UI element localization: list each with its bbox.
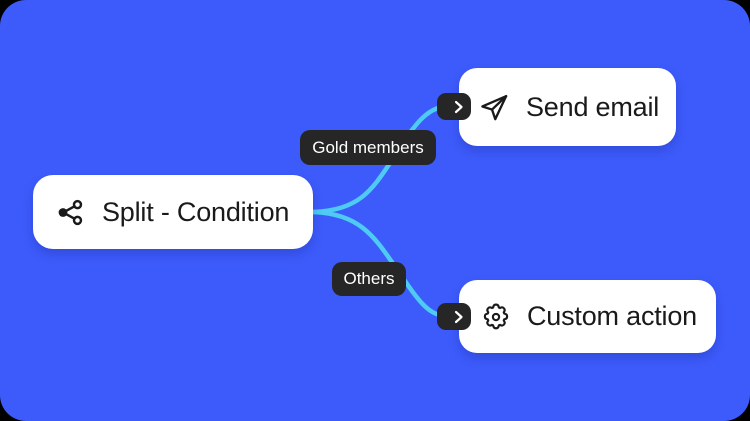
branch-label-others[interactable]: Others <box>332 262 406 296</box>
branch-label-gold-members[interactable]: Gold members <box>300 130 436 165</box>
share-split-icon <box>55 197 86 228</box>
node-split-condition-label: Split - Condition <box>102 196 290 227</box>
port-send-email[interactable] <box>437 93 471 120</box>
node-split-condition[interactable]: Split - Condition <box>33 175 313 249</box>
node-send-email-label: Send email <box>526 91 660 122</box>
node-send-email[interactable]: Send email <box>459 68 676 146</box>
paper-plane-icon <box>479 92 510 123</box>
chevron-right-icon <box>454 100 463 113</box>
chevron-right-icon <box>454 310 463 323</box>
gear-icon <box>481 302 511 332</box>
node-custom-action[interactable]: Custom action <box>459 280 716 353</box>
node-custom-action-label: Custom action <box>527 301 697 331</box>
port-custom-action[interactable] <box>437 303 471 330</box>
